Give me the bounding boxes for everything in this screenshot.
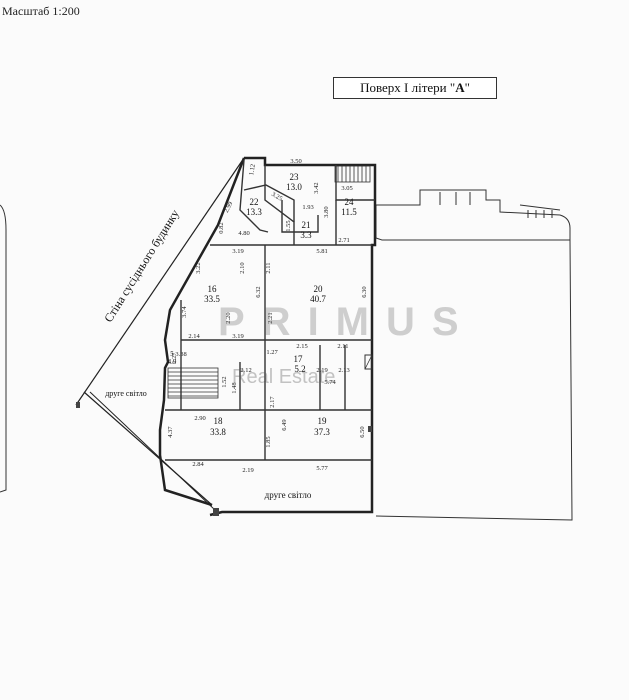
dim: 6.32 [255,286,262,297]
dim: 2.71 [338,237,349,244]
dim: 2.10 [239,262,246,273]
room-5-area: 4.9 [168,358,177,366]
dim: 2.11 [265,262,272,273]
dim: 1.12 [248,164,257,176]
dim: 3.05 [341,185,352,192]
dim: 2.99 [223,201,235,214]
left-edge-fragment [0,204,7,493]
room-24-number: 24 [345,197,355,207]
room-17-number: 17 [294,354,304,364]
dim: 3.42 [313,182,320,193]
dim: 5.77 [316,465,328,472]
dim: 6.30 [361,286,368,297]
neighbor-building [375,189,573,521]
room-22-area: 13.3 [246,207,262,217]
second-light-label-bottom: друге світло [265,490,312,500]
room-18-number: 18 [214,416,224,426]
staircase-top [334,165,371,183]
room-17-area: 5.2 [294,364,305,374]
dim: 3.74 [181,306,188,318]
room-19-area: 37.3 [314,427,330,437]
neighbor-wall-label: Стіна сусіднього будинку [101,207,182,325]
dim: 1.85 [265,436,272,447]
dim: 2.11 [337,343,348,350]
room-21-number: 21 [302,220,311,230]
dim: 5.81 [316,248,327,255]
room-5-number: 5 [170,350,174,358]
dim: 6.49 [281,419,288,430]
dim: 2.19 [242,467,253,474]
outer-walls [75,156,377,517]
floor-title-letter: А [455,80,465,95]
second-light-label-left: друге світло [105,389,147,398]
room-18-area: 33.8 [210,427,226,437]
dim: 2.15 [296,343,307,350]
dim: 2.19 [316,367,327,374]
dim: 2.21 [267,312,274,323]
floor-title-suffix: " [464,80,470,95]
dim: 5.74 [324,379,336,386]
wall-mark [76,402,80,408]
dim: 4.80 [238,230,249,237]
room-20-number: 20 [314,284,324,294]
wall-mark [368,426,372,432]
dim: 3.19 [232,248,243,255]
dim: 3.50 [290,158,301,165]
dim: 4.37 [167,426,174,438]
dim: 3.38 [175,351,186,358]
dim: 2.20 [225,312,232,323]
room-19-number: 19 [318,416,328,426]
dim: 0.82 [218,222,225,233]
wall-mark [213,508,219,516]
room-16-number: 16 [208,284,218,294]
room-20-area: 40.7 [310,294,326,304]
room-22-number: 22 [250,197,259,207]
dim: 2.13 [338,367,349,374]
dim: 2.84 [192,461,204,468]
dim: 1.27 [171,352,178,364]
dim: 2.90 [194,415,205,422]
scale-label: Масштаб 1:200 [2,4,80,18]
dim: 3.22 [195,262,202,273]
room-23-area: 13.0 [286,182,302,192]
room-23-number: 23 [290,172,300,182]
dim: 1.52 [221,376,228,387]
dim: 2.14 [188,333,200,340]
floor-title-prefix: Поверх І літери " [360,80,456,95]
room-21-area: 3.3 [300,230,312,240]
dim: 1.55 [285,220,292,231]
dim: 1.27 [266,349,278,356]
interior-walls [165,159,375,461]
room-labels: 23 13.0 22 13.3 24 11.5 21 3.3 16 33.5 2… [168,172,358,437]
column-hatch [364,354,373,370]
staircase-left [167,367,219,399]
room-24-area: 11.5 [341,207,357,217]
column-feature [364,354,373,370]
watermark-logo: PRIMUS [218,300,476,344]
dim: 6.50 [359,426,366,437]
dim: 1.93 [302,204,313,211]
dimension-labels: 3.50 1.12 3.42 3.05 3.25 1.93 3.80 2.99 … [167,158,368,474]
dim: 3.19 [232,333,243,340]
dim: 2.17 [269,396,276,408]
floor-title: Поверх І літери "А" [333,77,497,99]
dim: 3.25 [270,191,283,203]
dim: 2.12 [240,367,251,374]
dim: 1.48 [231,382,238,393]
dim: 3.80 [323,206,330,217]
watermark-subtitle: Real Estate [232,366,336,388]
room-16-area: 33.5 [204,294,220,304]
